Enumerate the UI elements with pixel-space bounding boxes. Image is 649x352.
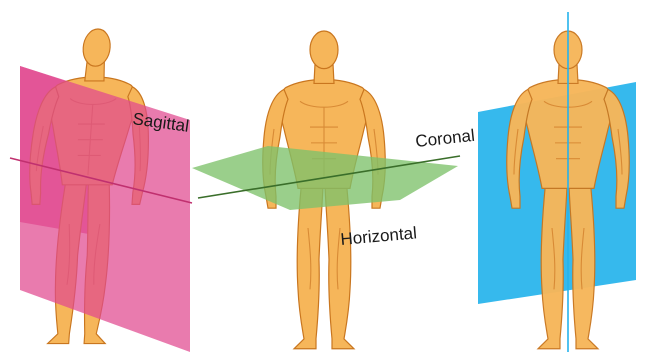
- figure-horizontal-group: Coronal Horizontal: [192, 31, 476, 349]
- horizontal-label: Horizontal: [340, 223, 418, 249]
- coronal-label: Coronal: [414, 126, 475, 151]
- figure-sagittal-group: Sagittal: [10, 29, 192, 352]
- figure-coronal-group: [478, 12, 636, 352]
- sagittal-plane: [20, 66, 190, 352]
